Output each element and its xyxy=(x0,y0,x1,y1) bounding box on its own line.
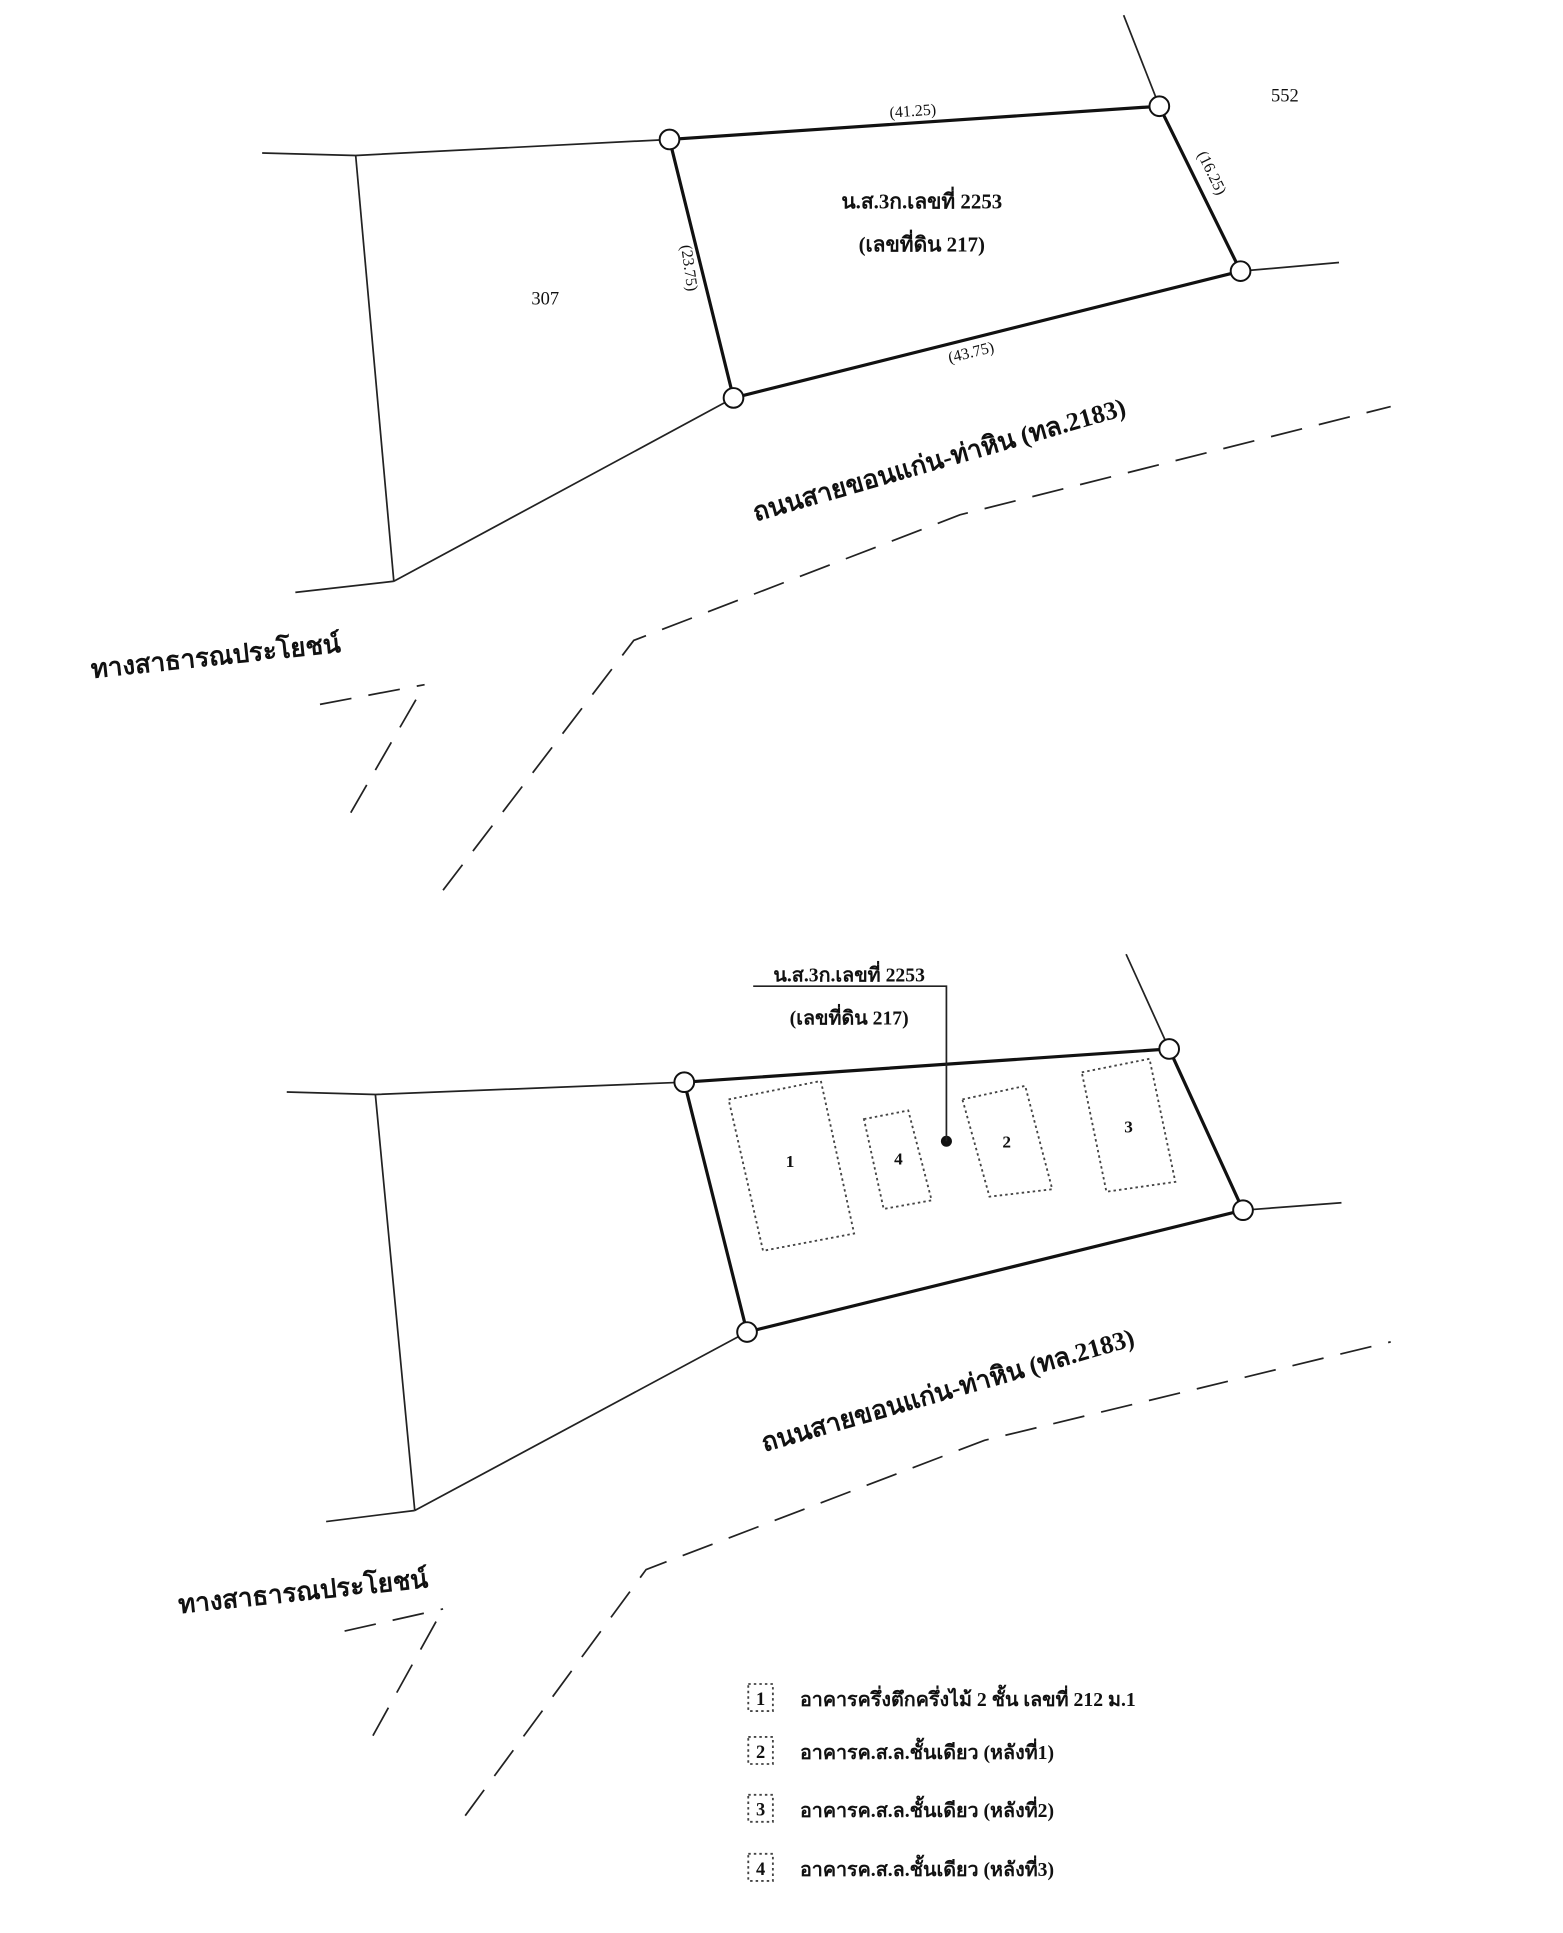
legend-item: 3 อาคารค.ส.ล.ชั้นเดียว (หลังที่2) xyxy=(747,1793,1054,1823)
boundary-line xyxy=(262,138,670,157)
building-number: 4 xyxy=(894,1150,903,1169)
building-2-footprint xyxy=(961,1084,1054,1198)
boundary-line xyxy=(374,1094,416,1511)
legend-number: 1 xyxy=(756,1689,765,1709)
parcel-title: น.ส.3ก.เลขที่ 2253 xyxy=(773,960,925,986)
boundary-marker xyxy=(1158,1038,1181,1060)
public-way-label: ทางสาธารณประโยชน์ xyxy=(89,628,342,684)
legend-number: 3 xyxy=(756,1800,765,1820)
boundary-marker xyxy=(1148,95,1171,118)
legend-item: 1 อาคารครึ่งตึกครึ่งไม้ 2 ชั้น เลขที่ 21… xyxy=(747,1683,1136,1713)
public-way-label: ทางสาธารณประโยชน์ xyxy=(177,1563,430,1619)
boundary-marker xyxy=(658,128,681,151)
legend-text: อาคารค.ส.ล.ชั้นเดียว (หลังที่2) xyxy=(800,1795,1054,1822)
boundary-line xyxy=(1125,953,1170,1050)
boundary-line xyxy=(326,1509,415,1523)
public-way-dashed xyxy=(372,1608,444,1737)
parcel-subtitle: (เลขที่ดิน 217) xyxy=(859,228,985,256)
legend-box xyxy=(747,1683,774,1713)
boundary-line xyxy=(414,1331,748,1512)
building-4-footprint xyxy=(862,1109,933,1211)
side-length-left: (23.75) xyxy=(677,244,700,293)
legend-box xyxy=(747,1852,774,1882)
building-number: 2 xyxy=(1002,1132,1011,1151)
legend-number: 2 xyxy=(756,1742,765,1762)
legend-box xyxy=(747,1793,774,1823)
boundary-marker xyxy=(673,1071,696,1094)
building-number: 3 xyxy=(1124,1118,1133,1137)
public-way-dashed xyxy=(350,684,426,814)
building-1-footprint xyxy=(727,1079,856,1252)
side-length-top: (41.25) xyxy=(889,101,937,121)
legend-item: 2 อาคารค.ส.ล.ชั้นเดียว (หลังที่1) xyxy=(747,1736,1054,1765)
legend: 1 อาคารครึ่งตึกครึ่งไม้ 2 ชั้น เลขที่ 21… xyxy=(747,1683,1136,1882)
boundary-marker xyxy=(722,387,745,409)
boundary-line xyxy=(393,397,734,583)
legend-text: อาคารครึ่งตึกครึ่งไม้ 2 ชั้น เลขที่ 212 … xyxy=(800,1684,1136,1711)
public-way-dashed xyxy=(319,683,425,706)
boundary-line xyxy=(295,580,394,594)
bottom-map: 1 4 2 3 น.ส.3ก.เลขที่ 2253 (เลขที่ดิน 21… xyxy=(177,953,1391,1817)
parcel-leader-line xyxy=(753,985,948,1142)
road-label: ถนนสายขอนแก่น-ท่าหิน (ทล.2183) xyxy=(758,1323,1138,1457)
boundary-line xyxy=(286,1081,685,1096)
boundary-line xyxy=(354,155,395,582)
parcel-title: น.ส.3ก.เลขที่ 2253 xyxy=(841,185,1002,213)
legend-box xyxy=(747,1736,774,1765)
boundary-marker xyxy=(1229,260,1252,282)
legend-item: 4 อาคารค.ส.ล.ชั้นเดียว (หลังที่3) xyxy=(747,1852,1054,1882)
neighbor-parcel-number: 552 xyxy=(1271,85,1299,105)
road-label: ถนนสายขอนแก่น-ท่าหิน (ทล.2183) xyxy=(749,393,1129,527)
boundary-marker xyxy=(736,1321,758,1343)
building-number: 1 xyxy=(786,1152,795,1171)
side-length-right: (16.25) xyxy=(1194,149,1230,198)
neighbor-parcel-number: 307 xyxy=(531,288,559,308)
boundary-marker xyxy=(1232,1199,1254,1222)
boundary-line xyxy=(1122,14,1161,107)
road-edge-dashed xyxy=(464,1341,1391,1817)
top-map: น.ส.3ก.เลขที่ 2253 (เลขที่ดิน 217) 552 3… xyxy=(89,14,1391,891)
parcel-subtitle: (เลขที่ดิน 217) xyxy=(790,1003,909,1029)
legend-text: อาคารค.ส.ล.ชั้นเดียว (หลังที่1) xyxy=(800,1737,1054,1764)
road-edge-dashed xyxy=(442,405,1391,891)
public-way-dashed xyxy=(344,1608,444,1632)
building-3-footprint xyxy=(1080,1057,1177,1193)
legend-number: 4 xyxy=(756,1859,765,1879)
boundary-line xyxy=(1242,1201,1342,1212)
legend-text: อาคารค.ส.ล.ชั้นเดียว (หลังที่3) xyxy=(800,1854,1054,1881)
boundary-line xyxy=(1240,261,1340,273)
